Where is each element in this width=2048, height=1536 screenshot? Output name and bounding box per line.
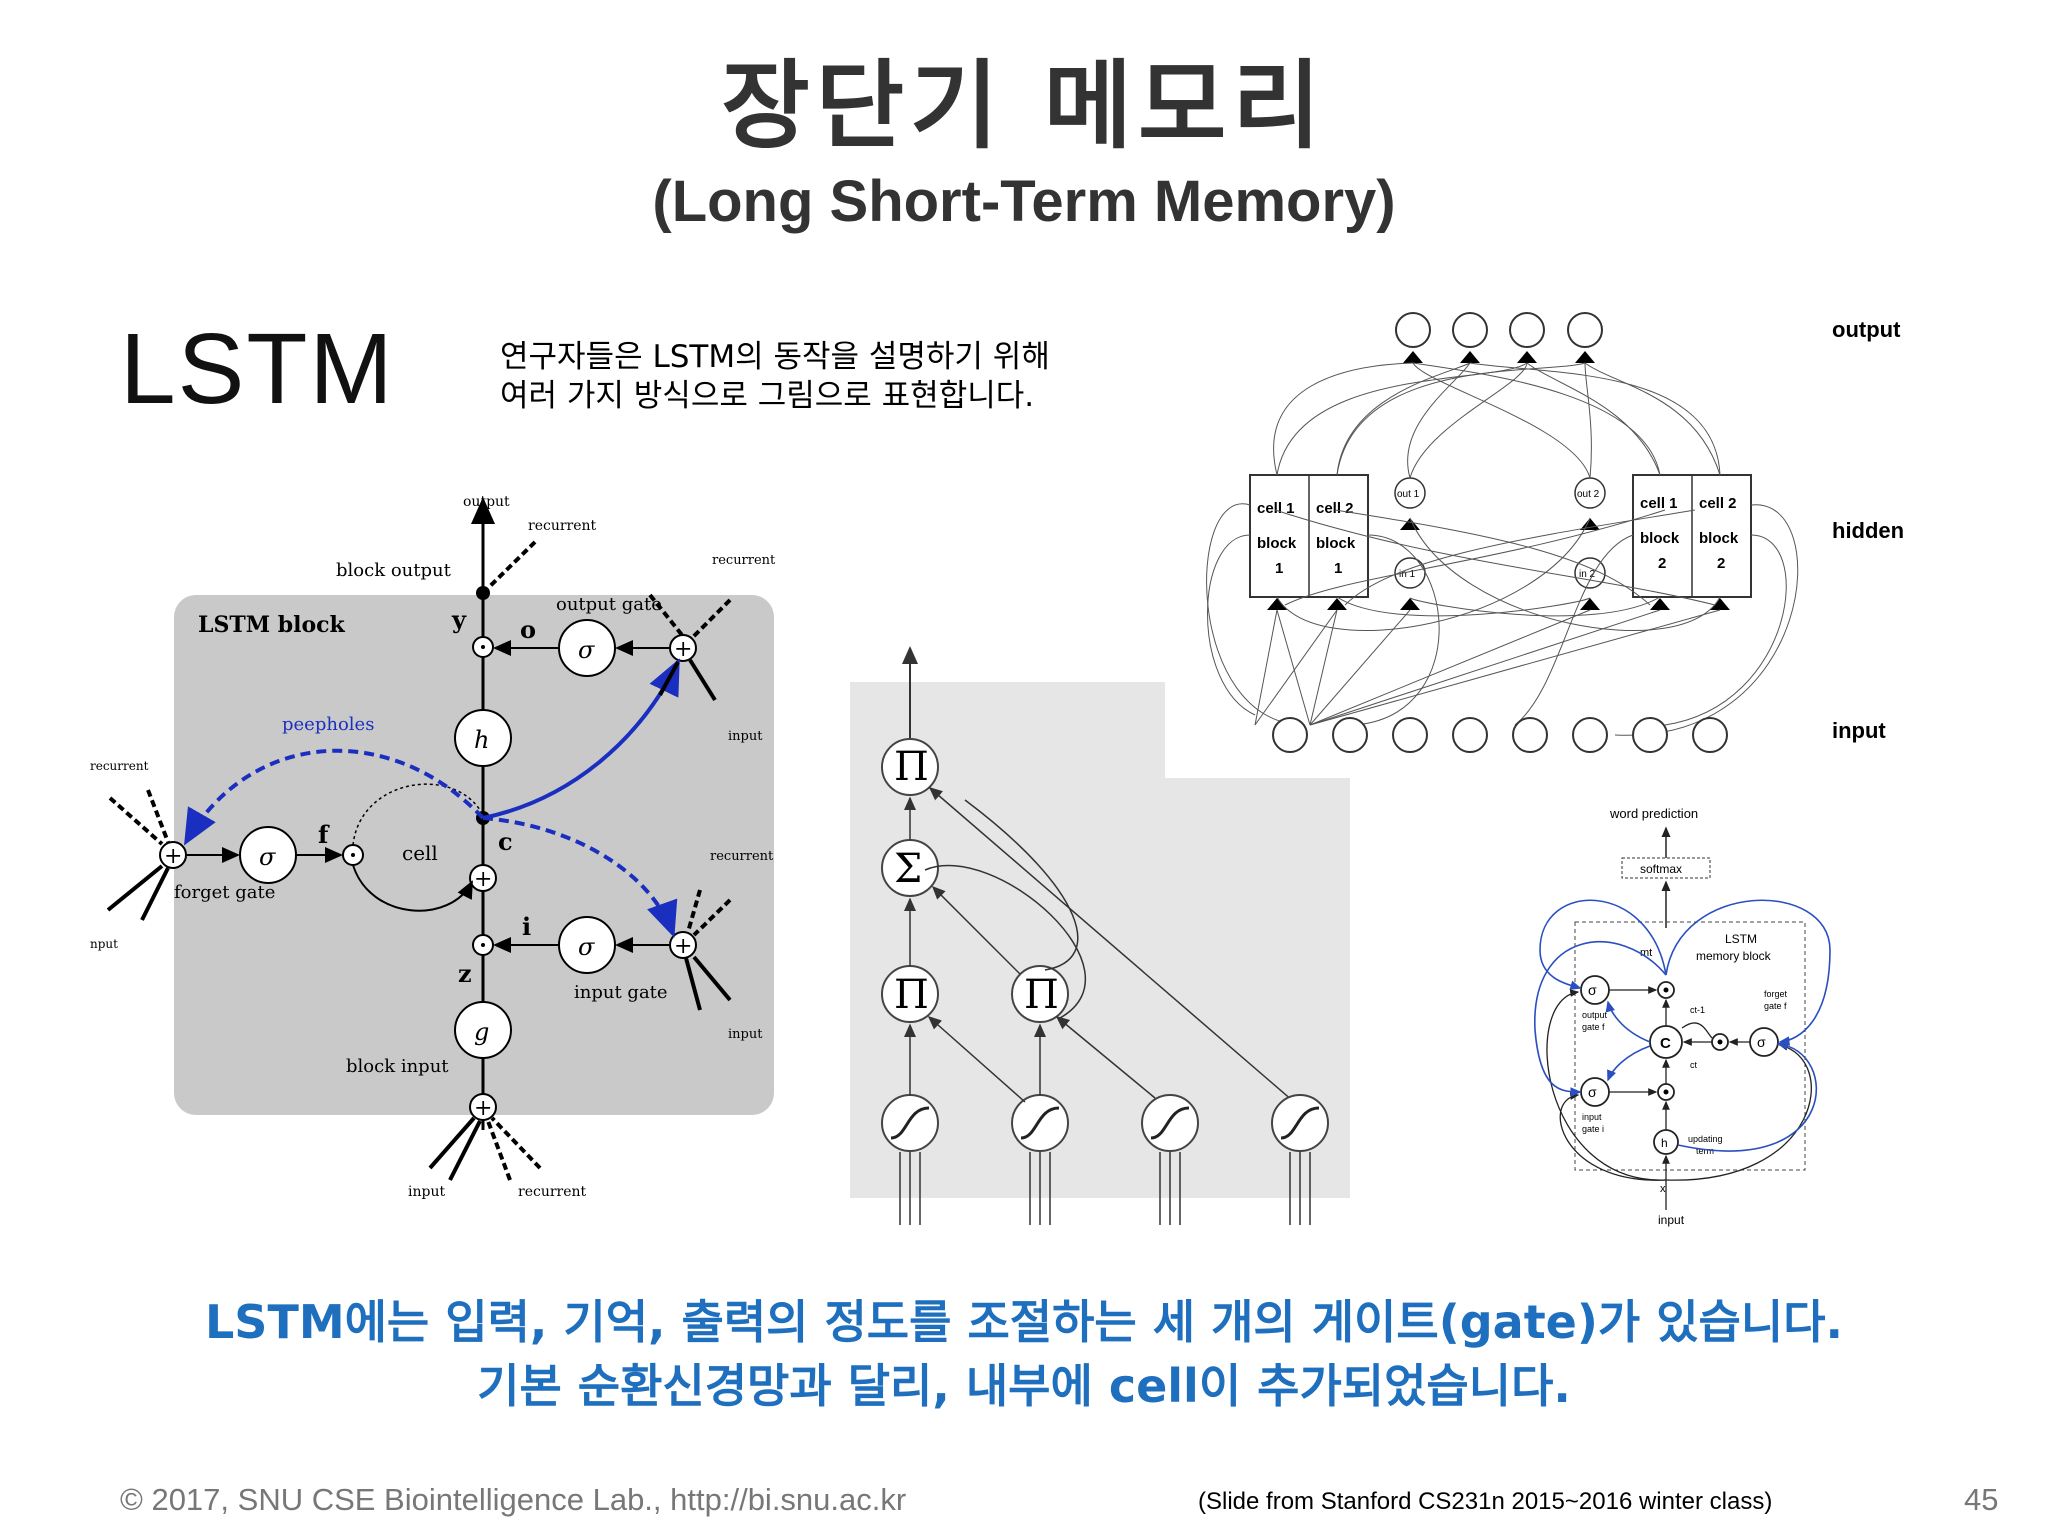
y-label: y (451, 605, 467, 634)
lstm-block-diagram: LSTM block output recurrent block output… (90, 494, 776, 1200)
svg-text:+: + (474, 867, 492, 892)
lstm-heading: LSTM (120, 313, 395, 425)
input-og-label: input (728, 729, 763, 744)
forget-gate-label-1: forget (1764, 989, 1788, 999)
pi-top: Π (894, 744, 929, 790)
b1-cell1-block: block (1257, 535, 1297, 552)
input-gate-sigma: σ (578, 933, 595, 961)
recurrent-top-label: recurrent (528, 518, 597, 534)
h-activation: h (474, 726, 489, 754)
recurrent-ig-label: recurrent (710, 849, 774, 864)
recurrent-fg-label: recurrent (90, 759, 149, 773)
block-output-label: block output (336, 560, 452, 581)
in2-label: in 2 (1579, 569, 1596, 580)
input-ig-label: input (728, 1027, 763, 1042)
lstm-block-background (174, 595, 774, 1115)
svg-text:+: + (474, 1096, 492, 1121)
memory-block-title-2: memory block (1696, 949, 1772, 963)
input-gate-label-1: input (1582, 1112, 1602, 1122)
input-block-label: input (408, 1184, 445, 1200)
memory-input-label: input (1658, 1213, 1685, 1227)
z-label: z (458, 959, 472, 988)
output-gate-label: output gate (556, 594, 662, 615)
i-label: i (522, 912, 531, 941)
c-label: c (498, 827, 513, 856)
m-label: mt (1640, 947, 1652, 959)
b2-cell2-num: 2 (1717, 555, 1725, 572)
x-label: x (1660, 1183, 1666, 1195)
network-output-label: output (1832, 317, 1901, 342)
o-label: o (520, 615, 536, 644)
b2-cell1-num: 2 (1658, 555, 1666, 572)
caption-line-2: 기본 순환신경망과 달리, 내부에 cell이 추가되었습니다. (477, 1359, 1571, 1413)
output-label: output (463, 494, 510, 510)
b1-cell2: cell 2 (1316, 500, 1354, 517)
out1-label: out 1 (1397, 489, 1420, 500)
description: 연구자들은 LSTM의 동작을 설명하기 위해 여러 가지 방식으로 그림으로 … (500, 338, 1050, 416)
page-number: 45 (1964, 1482, 1999, 1517)
recurrent-og-label: recurrent (712, 553, 776, 568)
cell-label: cell (402, 841, 438, 865)
sigma-pi-diagram: Π Σ Π Π (850, 646, 1350, 1225)
b2-cell1: cell 1 (1640, 495, 1678, 512)
updating-label-2: term (1696, 1146, 1714, 1156)
input-fg-label: nput (90, 937, 118, 951)
b2-cell2: cell 2 (1699, 495, 1737, 512)
footer-copyright: © 2017, SNU CSE Biointelligence Lab., ht… (120, 1482, 907, 1517)
lstm-memory-block-diagram: word prediction softmax LSTM memory bloc… (1534, 806, 1831, 1227)
output-gate-sigma: σ (1588, 982, 1597, 998)
forget-gate-sigma: σ (1757, 1034, 1766, 1050)
svg-text:+: + (674, 934, 692, 959)
input-gate-label: input gate (574, 982, 668, 1003)
updating-label-1: updating (1688, 1134, 1723, 1144)
b1-cell2-block: block (1316, 535, 1356, 552)
block-input-label: block input (346, 1056, 449, 1077)
description-line-1: 연구자들은 LSTM의 동작을 설명하기 위해 (500, 339, 1050, 375)
word-prediction-label: word prediction (1609, 806, 1698, 821)
memory-block-title-1: LSTM (1725, 932, 1757, 946)
input-gate-sigma: σ (1588, 1084, 1597, 1100)
svg-text:+: + (164, 844, 182, 869)
input-gate-label-2: gate i (1582, 1124, 1604, 1134)
c-prev-label: ct-1 (1690, 1005, 1705, 1015)
pi-left: Π (894, 972, 929, 1018)
pi-right: Π (1024, 972, 1059, 1018)
h-node: h (1661, 1136, 1668, 1150)
output-gate-label-2: gate f (1582, 1022, 1605, 1032)
peepholes-label: peepholes (282, 714, 374, 735)
lstm-network-diagram: output hidden input cell 1 block 1 cell … (1206, 312, 1904, 753)
in1-label: in 1 (1399, 569, 1416, 580)
slide-subtitle: (Long Short-Term Memory) (652, 169, 1396, 234)
caption-line-1: LSTM에는 입력, 기억, 출력의 정도를 조절하는 세 개의 게이트(gat… (205, 1295, 1843, 1349)
forget-gate-label: forget gate (174, 882, 275, 903)
output-gate-sigma: σ (578, 636, 595, 664)
softmax-label: softmax (1640, 862, 1682, 876)
b1-cell2-num: 1 (1334, 560, 1342, 577)
b2-cell2-block: block (1699, 530, 1739, 547)
forget-gate-sigma: σ (259, 843, 276, 871)
sum-node: Σ (894, 846, 922, 892)
c-t-label: ct (1690, 1060, 1698, 1070)
c-node: C (1660, 1035, 1671, 1052)
recurrent-block-label: recurrent (518, 1184, 587, 1200)
caption: LSTM에는 입력, 기억, 출력의 정도를 조절하는 세 개의 게이트(gat… (0, 1290, 2048, 1418)
forget-gate-label-2: gate f (1764, 1001, 1787, 1011)
f-label: f (318, 820, 330, 849)
network-hidden-label: hidden (1832, 518, 1904, 543)
description-line-2: 여러 가지 방식으로 그림으로 표현합니다. (500, 378, 1035, 414)
out2-label: out 2 (1577, 489, 1600, 500)
b1-cell1-num: 1 (1275, 560, 1283, 577)
svg-text:+: + (674, 637, 692, 662)
footer-source: (Slide from Stanford CS231n 2015~2016 wi… (1198, 1488, 1773, 1515)
b2-cell1-block: block (1640, 530, 1680, 547)
g-activation: g (474, 1018, 489, 1046)
network-input-label: input (1832, 718, 1886, 743)
slide-title: 장단기 메모리 (721, 50, 1327, 162)
output-gate-label-1: output (1582, 1010, 1608, 1020)
lstm-block-title: LSTM block (198, 612, 346, 638)
